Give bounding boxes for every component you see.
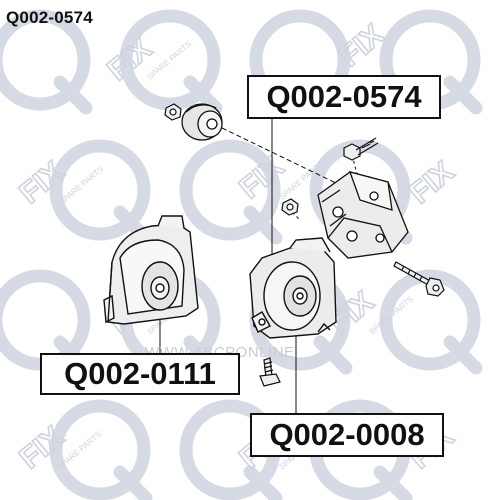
engine-mount-bracket-part [317,171,409,259]
rubber-bushing-part [181,103,223,141]
small-nut-part [281,198,299,216]
header-part-number: Q002-0574 [6,8,93,27]
long-bolt-part [393,261,445,297]
part-number-label-left-mount: Q002-0111 [40,353,240,395]
part-number-label-center-mount: Q002-0008 [250,413,444,457]
engine-mount-left-part [103,215,199,325]
logo-text: FIX [403,155,460,210]
bolt-part [343,137,379,161]
hex-nut-part [164,103,182,121]
part-number-label-bracket: Q002-0574 [247,75,441,119]
engine-mount-center-part [249,237,337,339]
mount-bolt-part [259,357,281,387]
